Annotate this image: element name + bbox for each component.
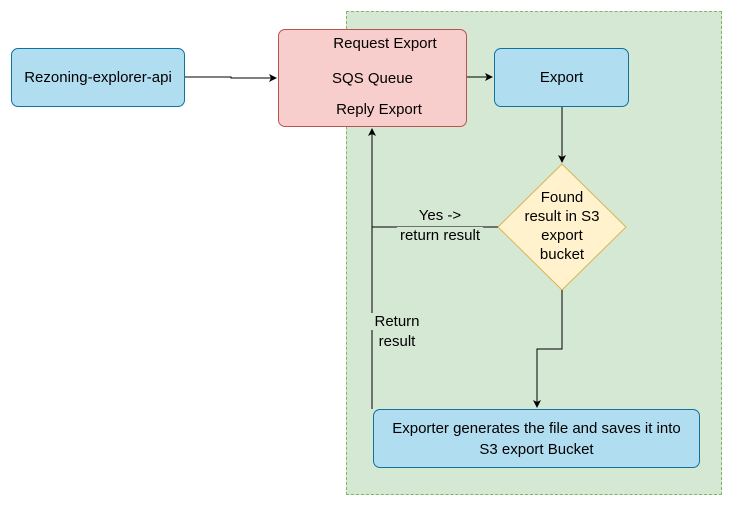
edge-decision-to-exporter <box>533 290 563 408</box>
reply-export-label: Reply Export <box>314 100 444 120</box>
api-node-label: Rezoning-explorer-api <box>24 69 172 86</box>
exporter-node[interactable]: Exporter generates the file and saves it… <box>373 409 700 468</box>
api-node[interactable]: Rezoning-explorer-api <box>11 48 185 107</box>
export-node-label: Export <box>539 69 584 86</box>
edge-api-to-sqs <box>185 74 277 82</box>
sqs-queue-label: SQS Queue <box>332 69 413 87</box>
return-result-label: Return result <box>362 312 432 352</box>
yes-return-label: Yes -> return result <box>382 206 498 246</box>
decision-label: Found result in S3 export bucket <box>524 189 600 263</box>
export-node[interactable]: Export <box>494 48 629 107</box>
request-export-label: Request Export <box>320 34 450 54</box>
exporter-node-label: Exporter generates the file and saves it… <box>392 419 681 458</box>
